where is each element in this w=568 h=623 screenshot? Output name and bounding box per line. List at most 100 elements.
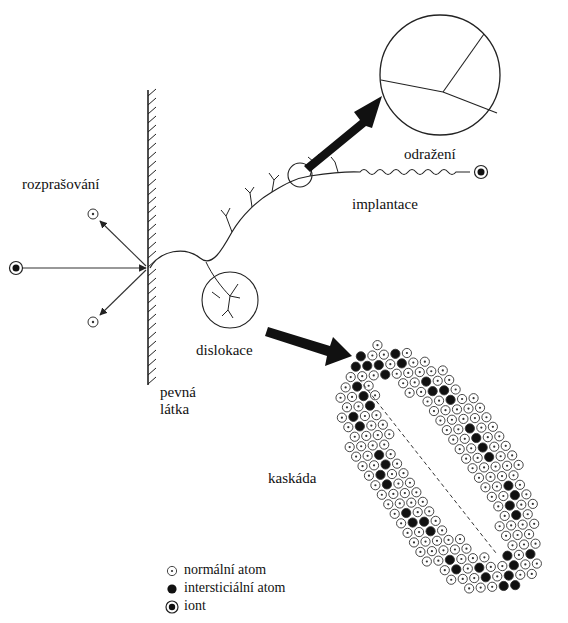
normal-atom	[387, 469, 396, 478]
normal-atom	[488, 422, 497, 431]
normal-atom	[399, 469, 408, 478]
normal-atom	[439, 546, 448, 555]
normal-atom	[468, 464, 477, 473]
legend-text: intersticiální atom	[184, 580, 285, 595]
hatch-stroke	[148, 305, 156, 312]
normal-atom	[457, 554, 466, 563]
normal-atom	[486, 472, 495, 481]
normal-atom	[507, 521, 516, 530]
normal-atom	[345, 442, 354, 451]
normal-atom	[449, 435, 458, 444]
normal-atom	[455, 445, 464, 454]
normal-atom	[403, 528, 412, 537]
normal-atom	[341, 383, 350, 392]
normal-atom	[371, 481, 380, 490]
part-label: rozprašování	[22, 176, 99, 193]
normal-atom	[397, 519, 406, 528]
normal-atom	[368, 441, 377, 450]
hatch-stroke	[148, 296, 156, 303]
normal-atom	[392, 369, 401, 378]
interstitial-atom	[426, 527, 435, 536]
normal-atom	[458, 574, 467, 583]
legend-sample	[167, 584, 176, 593]
normal-atom	[482, 413, 491, 422]
normal-atom	[431, 516, 440, 525]
interstitial-atom	[381, 460, 390, 469]
legend-text: normální atom	[184, 562, 266, 577]
normal-atom	[363, 451, 372, 460]
interstitial-atom	[363, 361, 372, 370]
ion-path	[23, 267, 146, 268]
normal-atom	[402, 348, 411, 357]
hatch-stroke	[148, 197, 156, 204]
sputter-arrow	[100, 270, 146, 315]
normal-atom	[392, 459, 401, 468]
solid-surface	[147, 90, 149, 385]
interstitial-atom	[504, 571, 513, 580]
part-label: odražení	[404, 146, 456, 163]
zoom-arrow	[265, 96, 382, 366]
normal-atom	[427, 367, 436, 376]
normal-atom	[530, 519, 539, 528]
legend-sample	[166, 601, 178, 613]
recoil-branches	[206, 262, 240, 318]
interstitial-atom	[503, 551, 512, 560]
normal-atom	[524, 530, 533, 539]
hatch-stroke	[148, 359, 156, 366]
interstitial-atom	[446, 395, 455, 404]
normal-atom	[404, 368, 413, 377]
part-label: pevná látka	[160, 384, 202, 419]
normal-atom	[508, 451, 517, 460]
hatch-stroke	[148, 125, 156, 132]
hatch-stroke	[148, 206, 156, 213]
hatch-stroke	[148, 170, 156, 177]
normal-atom	[500, 511, 509, 520]
legend-text: iont	[184, 598, 206, 613]
interstitial-atom	[356, 352, 365, 361]
normal-atom	[423, 397, 432, 406]
normal-atom	[425, 507, 434, 516]
interstitial-atom	[374, 360, 383, 369]
normal-atom	[358, 462, 367, 471]
normal-atom	[412, 488, 421, 497]
interstitial-atom	[402, 508, 411, 517]
normal-atom	[486, 562, 495, 571]
normal-atom	[414, 527, 423, 536]
interstitial-atom	[511, 581, 520, 590]
interstitial-atom	[376, 470, 385, 479]
magnified-view	[380, 15, 500, 135]
normal-atom	[364, 381, 373, 390]
normal-atom	[483, 433, 492, 442]
normal-atom	[441, 406, 450, 415]
interstitial-atom	[526, 549, 535, 558]
normal-atom	[347, 392, 356, 401]
hatch-stroke	[148, 332, 156, 339]
collision-cascade	[336, 341, 542, 594]
normal-atom	[352, 452, 361, 461]
normal-atom	[470, 573, 479, 582]
normal-atom	[436, 416, 445, 425]
normal-atom	[410, 378, 419, 387]
part-label: dislokace	[196, 342, 253, 359]
normal-atom	[380, 440, 389, 449]
normal-atom	[454, 425, 463, 434]
interstitial-atom	[408, 518, 417, 527]
hatch-stroke	[148, 188, 156, 195]
normal-atom	[479, 463, 488, 472]
interstitial-atom	[481, 573, 490, 582]
normal-atom	[523, 510, 532, 519]
normal-atom	[480, 553, 489, 562]
normal-atom	[346, 372, 355, 381]
interstitial-atom	[349, 412, 358, 421]
interstitial-atom	[353, 382, 362, 391]
hatch-stroke	[148, 341, 156, 348]
normal-atom	[462, 544, 471, 553]
interstitial-atom	[510, 491, 519, 500]
hatch-stroke	[148, 107, 156, 114]
normal-atom	[399, 379, 408, 388]
normal-atom	[385, 430, 394, 439]
normal-atom	[357, 442, 366, 451]
normal-atom	[515, 480, 524, 489]
normal-atom	[498, 561, 507, 570]
